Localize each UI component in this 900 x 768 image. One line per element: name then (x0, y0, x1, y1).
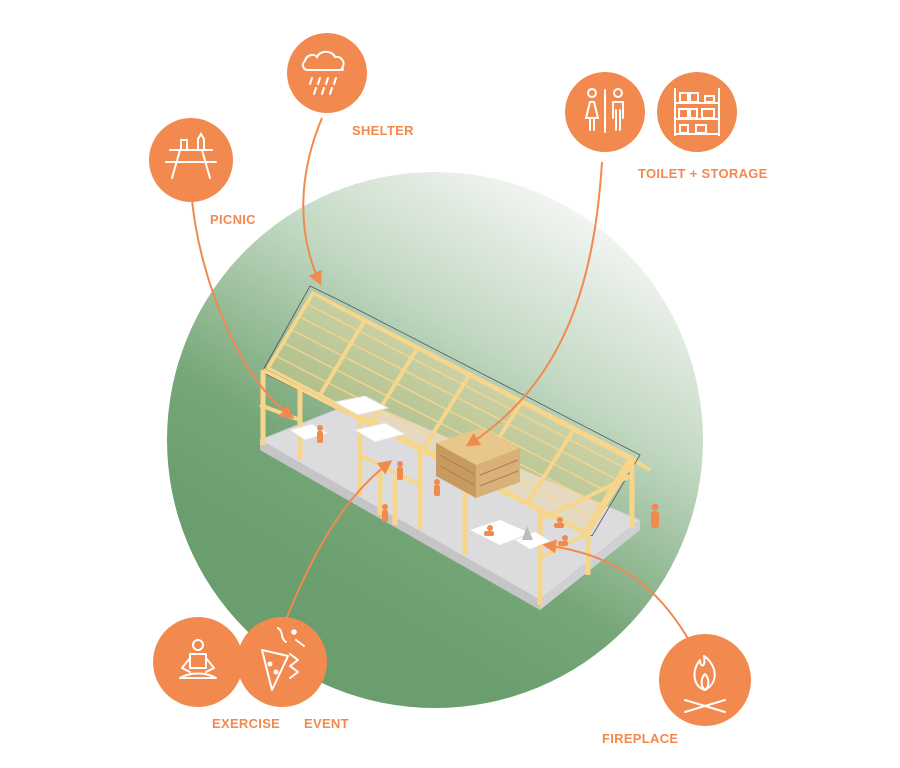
fireplace-icon-badge (659, 634, 751, 726)
picnic-icon-badge (149, 118, 233, 202)
storage-icon-badge (657, 72, 737, 152)
shelter-icon-badge (287, 33, 367, 113)
party-icon (261, 627, 305, 691)
event-arrow (284, 460, 393, 623)
toilet-people-icon (584, 88, 624, 133)
toilet-storage-label: TOILET + STORAGE (638, 166, 768, 181)
toilet-icon-badge (565, 72, 645, 152)
roof-panel-back (312, 291, 651, 472)
campfire-icon (684, 655, 726, 713)
shelter-arrow (302, 117, 323, 286)
fireplace-area (470, 520, 550, 549)
picnic-label: PICNIC (210, 212, 256, 227)
exercise-label: EXERCISE (212, 716, 281, 731)
fireplace-arrow (542, 539, 691, 643)
storage-shelves-icon (674, 88, 720, 136)
people-figures (317, 425, 659, 546)
connector-arrows (191, 117, 691, 643)
event-icon-badge (237, 617, 327, 707)
toilet-storage-arrow (465, 161, 603, 447)
rain-cloud-icon (301, 50, 345, 95)
fireplace-label: FIREPLACE (602, 731, 679, 746)
exercise-icon-badge (153, 617, 243, 707)
shelter-label: SHELTER (352, 123, 414, 138)
meditation-icon (179, 639, 217, 679)
event-label: EVENT (304, 716, 349, 731)
picnic-table-icon (165, 132, 217, 179)
picnic-arrow (191, 199, 295, 419)
